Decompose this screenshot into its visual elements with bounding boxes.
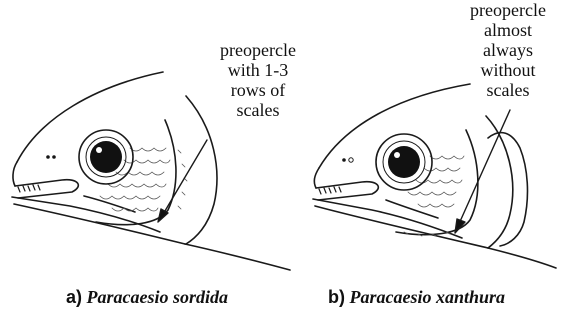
- eye-a: [79, 130, 133, 184]
- teeth-b: [319, 187, 341, 194]
- fish-head-b: [313, 84, 556, 268]
- caption-b: b) Paracaesio xanthura: [328, 287, 505, 308]
- callout-text-a: preopercle with 1-3 rows of scales: [200, 40, 316, 120]
- nostrils-a: [47, 156, 56, 159]
- teeth-a: [18, 185, 40, 192]
- caption-b-species: Paracaesio xanthura: [350, 287, 506, 307]
- caption-a-species: Paracaesio sordida: [87, 287, 229, 307]
- caption-a: a) Paracaesio sordida: [66, 287, 228, 308]
- callout-arrow-b: [455, 110, 510, 233]
- callout-text-b: preopercle almost always without scales: [450, 0, 566, 100]
- caption-b-letter: b): [328, 287, 345, 307]
- eye-b: [376, 134, 432, 190]
- callout-arrow-a: [158, 140, 207, 222]
- nostrils-b: [343, 158, 353, 162]
- caption-a-letter: a): [66, 287, 82, 307]
